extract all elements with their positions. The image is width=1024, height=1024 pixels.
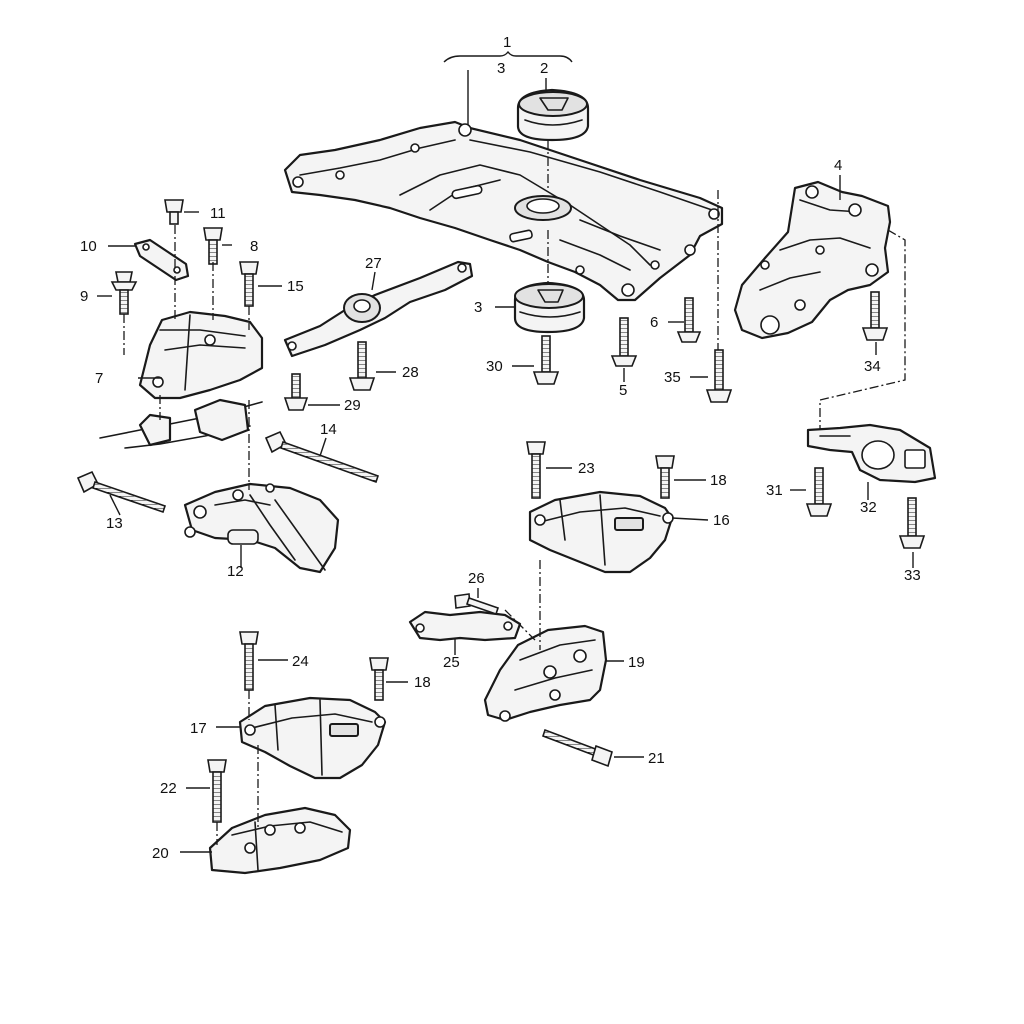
bolt-31 [805,467,833,517]
bolt-29 [283,373,309,411]
callout-25: 25 [443,654,460,671]
bracket-part-32 [806,423,937,484]
bracket-part-12 [183,482,340,574]
engine-mount-part-7 [138,310,264,400]
callout-17: 17 [190,720,207,737]
callout-7: 7 [95,370,103,387]
bolt-23 [526,441,546,499]
callout-24: 24 [292,653,309,670]
leader-lines [97,50,914,853]
bracket-part-19 [483,624,608,722]
bolt-8 [203,227,223,265]
callout-3-top: 3 [497,60,505,77]
bushing-part-3 [513,281,586,334]
bolt-18-lower [369,657,389,701]
torque-rod-part-27 [283,260,474,358]
bolt-13 [76,470,167,514]
callout-18-lower: 18 [414,674,431,691]
bolt-26 [454,593,500,616]
bracket-part-20 [208,806,352,875]
bolt-6 [676,297,702,343]
callout-3-bottom: 3 [474,299,482,316]
callout-18-upper: 18 [710,472,727,489]
assembly-axes [123,140,906,845]
callout-8: 8 [250,238,258,255]
bolt-9 [110,271,138,315]
callout-21: 21 [648,750,665,767]
callout-2: 2 [540,60,548,77]
callout-5: 5 [619,382,627,399]
bolt-28 [348,341,376,391]
callout-32: 32 [860,499,877,516]
bolt-14 [264,430,380,484]
bolt-15 [239,261,259,307]
bolt-34 [861,291,889,341]
bracket-part-10 [133,238,190,282]
bolt-18-upper [655,455,675,499]
callout-31: 31 [766,482,783,499]
callout-16: 16 [713,512,730,529]
callout-20: 20 [152,845,169,862]
callout-27: 27 [365,255,382,272]
bolt-35 [705,349,733,403]
subframe-part-1 [283,120,724,302]
transmission-mount-part-17 [238,696,387,780]
bolt-21 [541,728,613,768]
callout-13: 13 [106,515,123,532]
bolt-33 [898,497,926,549]
callout-6: 6 [650,314,658,331]
callout-12: 12 [227,563,244,580]
callout-14: 14 [320,421,337,438]
callout-30: 30 [486,358,503,375]
bolt-11 [164,199,184,225]
mount-base-lines [99,398,263,449]
bushing-part-2 [516,88,590,142]
transmission-mount-part-16 [528,490,674,574]
callout-15: 15 [287,278,304,295]
callout-33: 33 [904,567,921,584]
bolt-24 [239,631,259,691]
callout-19: 19 [628,654,645,671]
callout-10: 10 [80,238,97,255]
callout-11: 11 [210,205,226,222]
bolt-22 [207,759,227,823]
callout-28: 28 [402,364,419,381]
bolt-30 [532,335,560,385]
callout-22: 22 [160,780,177,797]
bracket-part-4 [733,180,892,340]
bolt-5 [610,317,638,367]
callout-1: 1 [503,34,511,51]
bracket-part-25 [408,610,522,642]
callout-23: 23 [578,460,595,477]
bolts [76,199,926,823]
callout-labels: 1 3 2 4 11 8 10 27 15 9 3 6 30 34 28 7 3… [80,34,921,862]
callout-9: 9 [80,288,88,305]
callout-29: 29 [344,397,361,414]
callout-26: 26 [468,570,485,587]
callout-34: 34 [864,358,881,375]
callout-4: 4 [834,157,842,174]
callout-35: 35 [664,369,681,386]
